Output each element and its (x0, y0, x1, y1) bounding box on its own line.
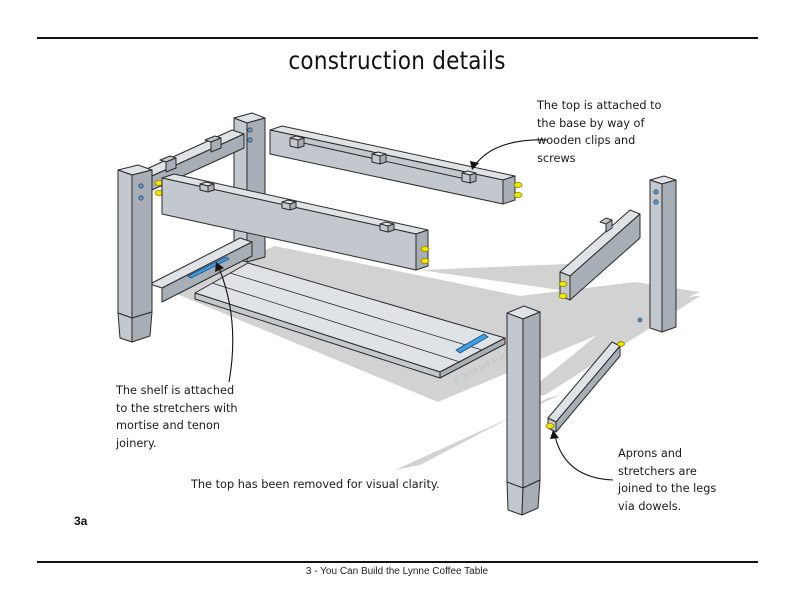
dowel-pair (154, 179, 164, 196)
note-top-removed: The top has been removed for visual clar… (191, 478, 440, 491)
wooden-clip (281, 199, 297, 211)
shelf-mortise (187, 256, 230, 279)
figure-label: 3a (74, 514, 88, 528)
wooden-clip (289, 135, 305, 149)
dowel (617, 341, 625, 347)
dowel (545, 422, 555, 429)
top-rule (37, 37, 758, 39)
wooden-clip (599, 217, 613, 233)
wooden-clip (371, 151, 387, 165)
shelf-tenon (455, 333, 489, 354)
front-left-leg (117, 164, 153, 343)
front-right-leg (506, 305, 541, 516)
dowel-pair (513, 181, 523, 198)
wooden-clip (461, 170, 477, 184)
right-lower-stretcher (545, 341, 625, 433)
wooden-clip (199, 181, 215, 193)
callout-top-attachment: The top is attached to the base by way o… (537, 99, 662, 165)
page-footer: 3 - You Can Build the Lynne Coffee Table (305, 566, 489, 577)
bottom-rule (37, 561, 758, 563)
right-side-apron (558, 209, 641, 301)
dowel-pair (420, 245, 430, 264)
wooden-clip (379, 221, 395, 233)
leader-lines (215, 139, 614, 481)
callout-shelf-joinery: The shelf is attached to the stretchers … (116, 384, 238, 450)
dowel-pair (558, 280, 568, 299)
callout-dowel-joinery: Aprons and stretchers are joined to the … (618, 447, 717, 513)
back-apron-with-clips (269, 125, 523, 205)
page-title: construction details (288, 46, 506, 75)
shelf: © 2018 Jeff Branch (194, 262, 515, 386)
left-lower-stretcher (149, 237, 253, 303)
back-right-leg (637, 175, 677, 333)
front-apron (161, 173, 430, 271)
